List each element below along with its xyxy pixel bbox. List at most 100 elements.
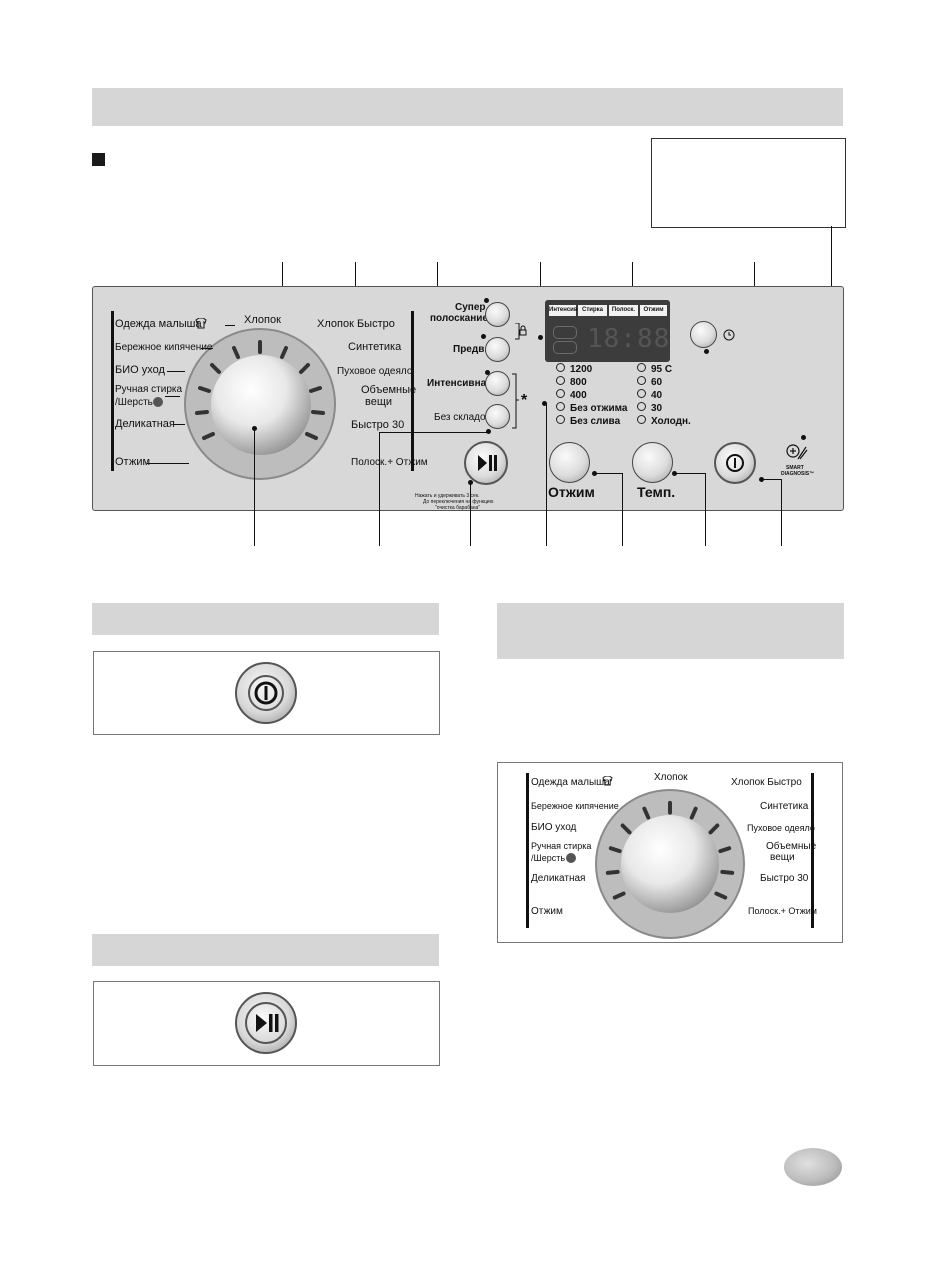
wool-icon bbox=[153, 397, 163, 407]
power-icon bbox=[248, 675, 284, 711]
baby-shirt-icon bbox=[195, 318, 207, 329]
label-connector bbox=[225, 325, 235, 326]
display-tab: Отжим bbox=[640, 305, 667, 316]
leader-dot bbox=[484, 298, 489, 303]
led-display: Интенсив Стирка Полоск. Отжим 18:88 bbox=[545, 300, 670, 362]
star-mark: * bbox=[521, 392, 528, 409]
program-label: Синтетика bbox=[348, 341, 402, 353]
program-label: Хлопок bbox=[654, 772, 688, 783]
power-button-illustration bbox=[235, 662, 297, 724]
smart-diagnosis-icon bbox=[786, 444, 808, 460]
program-dial[interactable] bbox=[211, 355, 311, 455]
program-label: вещи bbox=[365, 396, 393, 408]
program-label: Хлопок Быстро bbox=[317, 318, 395, 330]
spin-option: 400 bbox=[556, 389, 587, 402]
star-note-line: До переключения на функцию bbox=[423, 499, 494, 505]
program-label: Отжим bbox=[531, 906, 563, 917]
program-label: Бережное кипячение bbox=[531, 801, 619, 811]
temp-option: 30 bbox=[637, 402, 662, 415]
leader-line bbox=[470, 482, 471, 546]
control-panel: Одежда малыша Бережное кипячение БИО ухо… bbox=[92, 286, 844, 511]
program-label: Пуховое одеяло bbox=[747, 823, 815, 833]
spin-option: Без отжима bbox=[556, 402, 627, 415]
start-button-illustration bbox=[235, 992, 297, 1054]
program-label: Ручная стирка bbox=[531, 841, 592, 851]
leader-line bbox=[761, 479, 781, 480]
power-button[interactable] bbox=[714, 442, 756, 484]
super-rinse-label: Супер bbox=[455, 302, 486, 313]
intensive-button[interactable] bbox=[485, 371, 510, 396]
child-lock-icon bbox=[515, 323, 527, 340]
program-label: Хлопок bbox=[244, 314, 281, 326]
label-connector bbox=[173, 424, 185, 425]
clock-icon bbox=[723, 329, 735, 341]
program-label: Быстро 30 bbox=[760, 873, 809, 884]
smart-diagnosis-label: SMART bbox=[786, 465, 804, 471]
note-box bbox=[651, 138, 846, 228]
intensive-label: Интенсивная bbox=[427, 378, 493, 389]
start-pause-button[interactable] bbox=[464, 441, 508, 485]
star-note-line: "очистка барабана" bbox=[435, 505, 481, 511]
leader-dot bbox=[538, 335, 543, 340]
leader-line bbox=[437, 262, 438, 300]
delay-timer-button[interactable] bbox=[690, 321, 717, 348]
program-dial-box: Одежда малыша Бережное кипячение БИО ухо… bbox=[497, 762, 843, 943]
leader-line bbox=[594, 473, 622, 474]
dial-label-bracket bbox=[111, 311, 114, 471]
dial-label-bracket bbox=[811, 773, 814, 928]
leader-dot bbox=[542, 401, 547, 406]
display-tab: Стирка bbox=[578, 305, 607, 316]
leader-line bbox=[379, 432, 380, 546]
leader-dot bbox=[801, 435, 806, 440]
program-label: Быстро 30 bbox=[351, 419, 405, 431]
display-tab: Интенсив bbox=[549, 305, 578, 316]
program-label: Синтетика bbox=[760, 801, 809, 812]
prewash-button[interactable] bbox=[485, 337, 510, 362]
wool-icon bbox=[566, 853, 576, 863]
program-label: Ручная стирка bbox=[115, 384, 183, 395]
power-icon bbox=[726, 454, 744, 472]
spin-option: Без слива bbox=[556, 415, 620, 428]
page-number-oval bbox=[784, 1148, 842, 1186]
start-illustration-box bbox=[93, 981, 440, 1066]
star-note-line: Нажать и удерживать 3 сек. bbox=[415, 493, 480, 499]
temp-option: 60 bbox=[637, 376, 662, 389]
program-label: Полоск.+ Отжим bbox=[748, 906, 817, 916]
temp-button[interactable] bbox=[632, 442, 673, 483]
baby-shirt-icon bbox=[602, 776, 613, 786]
program-label: Деликатная bbox=[115, 418, 175, 430]
program-section-header bbox=[497, 603, 844, 659]
spin-button-label: Отжим bbox=[548, 484, 595, 500]
header-bar bbox=[92, 88, 843, 126]
program-dial-illustration bbox=[621, 815, 719, 913]
spin-option: 800 bbox=[556, 376, 587, 389]
spin-button[interactable] bbox=[549, 442, 590, 483]
leader-line bbox=[254, 428, 255, 546]
leader-line bbox=[674, 473, 705, 474]
option-bracket bbox=[512, 373, 519, 429]
leader-line bbox=[705, 473, 706, 546]
label-connector bbox=[201, 348, 213, 349]
smart-diagnosis-label: DIAGNOSIS™ bbox=[781, 471, 815, 477]
no-crease-button[interactable] bbox=[485, 404, 510, 429]
temp-option: 95 C bbox=[637, 363, 672, 376]
dial-tick-marks bbox=[195, 340, 325, 440]
display-tab: Полоск. bbox=[609, 305, 638, 316]
leader-line bbox=[781, 479, 782, 546]
program-label: /Шерсть bbox=[531, 853, 566, 863]
program-label: Объемные bbox=[766, 841, 817, 852]
start-section-header bbox=[92, 934, 439, 966]
super-rinse-button[interactable] bbox=[485, 302, 510, 327]
prewash-label: Предв. bbox=[453, 344, 488, 355]
leader-line bbox=[622, 473, 623, 546]
label-connector bbox=[147, 463, 189, 464]
temp-option: Холодн. bbox=[637, 415, 691, 428]
display-time: 18:88 bbox=[587, 324, 671, 354]
program-label: Деликатная bbox=[531, 873, 586, 884]
label-connector bbox=[165, 396, 180, 397]
program-label: Одежда малыша bbox=[115, 318, 202, 330]
program-label: /Шерсть bbox=[115, 397, 153, 408]
display-indicator bbox=[553, 326, 577, 339]
dial-tick-marks bbox=[605, 800, 735, 900]
temp-button-label: Темп. bbox=[637, 484, 676, 500]
